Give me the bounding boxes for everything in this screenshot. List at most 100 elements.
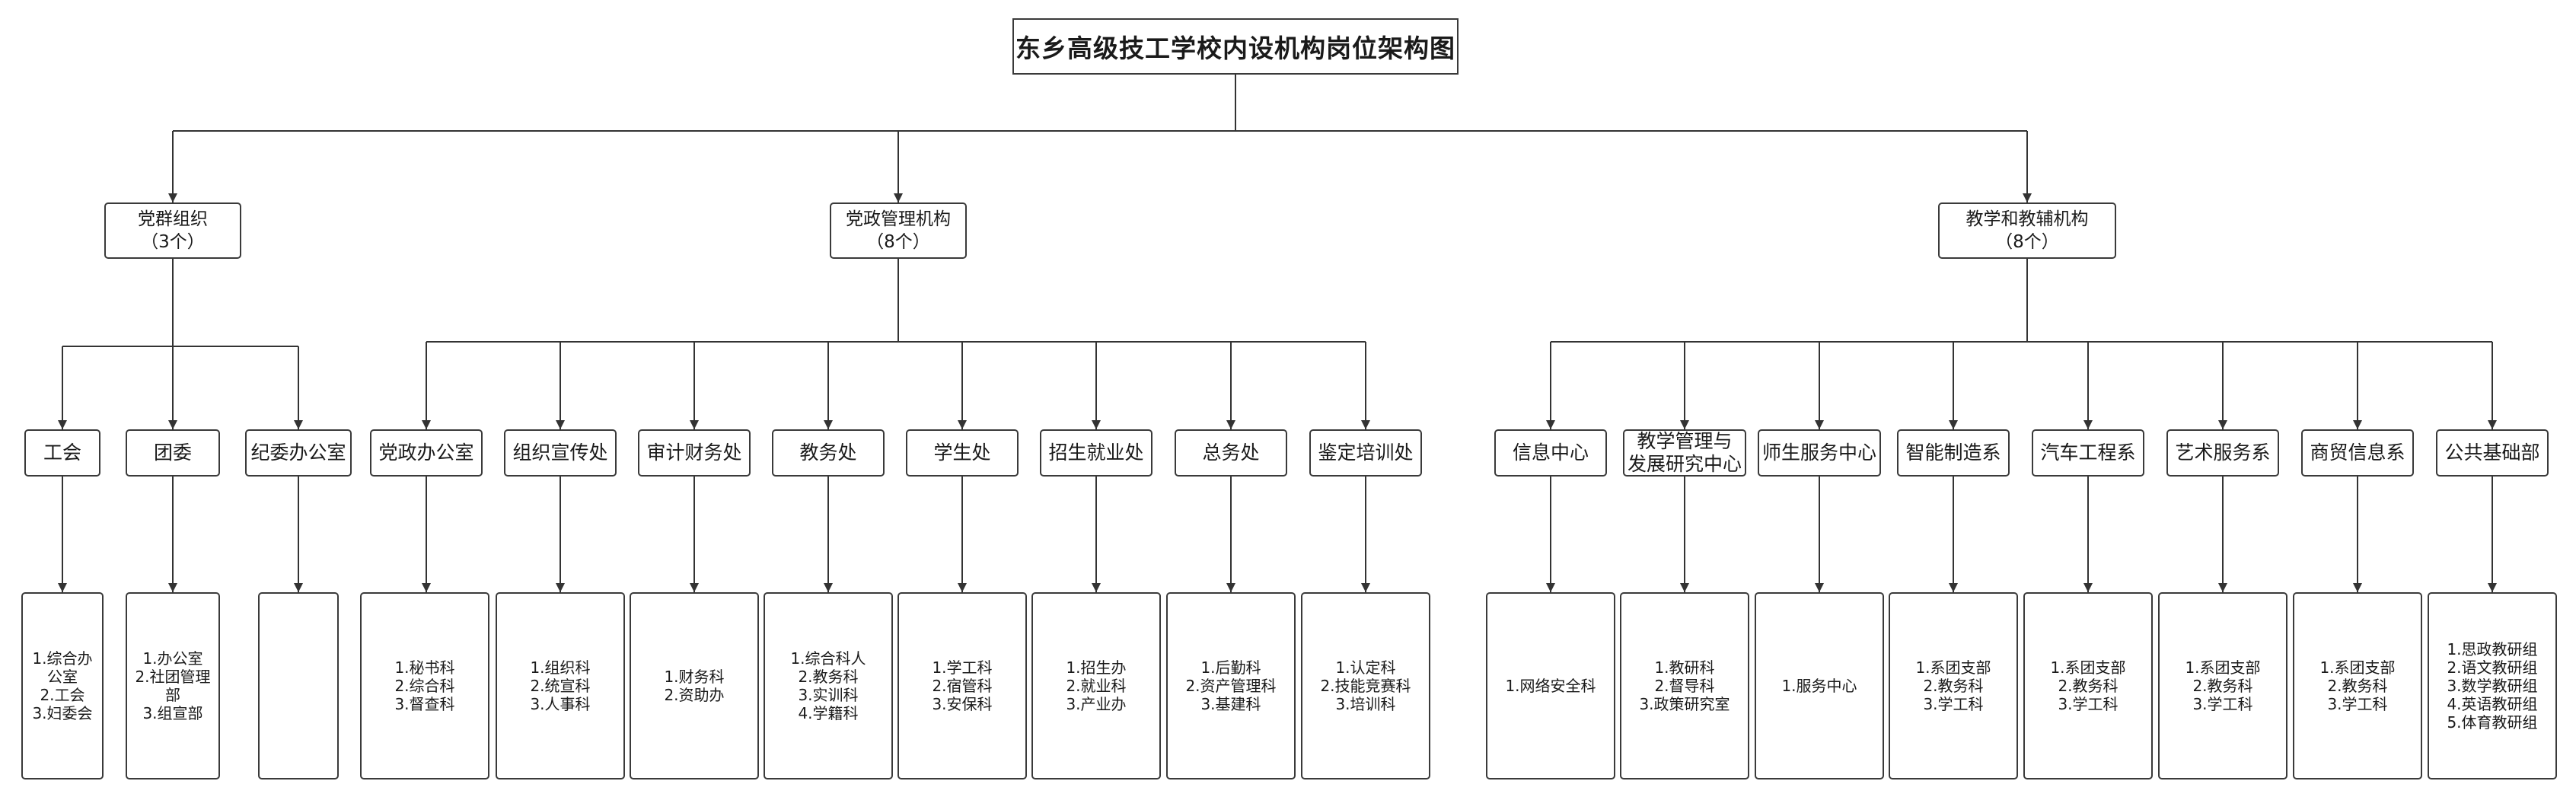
section-list-box — [258, 592, 339, 779]
section-item: 2.工会 — [40, 686, 85, 704]
department-box: 纪委办公室 — [245, 429, 352, 477]
department-box: 团委 — [126, 429, 220, 477]
department-arrowhead — [1949, 420, 1958, 429]
department-box: 智能制造系 — [1897, 429, 2010, 477]
section-item: 3.产业办 — [1066, 695, 1127, 713]
department-box: 艺术服务系 — [2166, 429, 2279, 477]
section-item: 2.资产管理科 — [1185, 677, 1277, 695]
section-item: 2.综合科 — [394, 677, 455, 695]
department-arrowhead — [294, 420, 303, 429]
section-arrowhead — [1546, 583, 1555, 592]
department-box: 教学管理与发展研究中心 — [1623, 429, 1746, 477]
section-item: 1.秘书科 — [394, 658, 455, 677]
section-item: 1.系团支部 — [2319, 658, 2396, 677]
department-box: 信息中心 — [1494, 429, 1607, 477]
section-arrowhead — [2218, 583, 2227, 592]
department-name: 团委 — [153, 442, 192, 464]
section-item: 2.技能竞赛科 — [1320, 677, 1411, 695]
department-name: 师生服务中心 — [1761, 442, 1876, 464]
department-name: 信息中心 — [1512, 442, 1589, 464]
department-arrowhead — [422, 420, 431, 429]
category-count: （8个） — [1995, 232, 2059, 252]
section-item: 1.学工科 — [932, 658, 993, 677]
section-item: 2.教务科 — [798, 668, 859, 686]
section-item: 1.系团支部 — [2050, 658, 2126, 677]
section-arrowhead — [690, 583, 699, 592]
section-item: 3.组宣部 — [142, 704, 203, 722]
department-name: 组织宣传处 — [512, 442, 608, 464]
section-item: 3.学工科 — [2192, 695, 2253, 713]
section-arrowhead — [958, 583, 967, 592]
section-item: 2.教务科 — [1923, 677, 1984, 695]
department-arrowhead — [556, 420, 565, 429]
section-item: 1.认定科 — [1335, 658, 1396, 677]
category-count: （3个） — [141, 232, 205, 252]
section-item: 2.资助办 — [664, 686, 725, 704]
section-item: 1.教研科 — [1654, 658, 1715, 677]
department-name: 招生就业处 — [1048, 442, 1144, 464]
section-item: 3.妇委会 — [32, 704, 93, 722]
department-arrowhead — [1815, 420, 1824, 429]
department-arrowhead — [958, 420, 967, 429]
department-name: 智能制造系 — [1905, 442, 2001, 464]
section-item: 3.安保科 — [932, 695, 993, 713]
section-arrowhead — [422, 583, 431, 592]
department-arrowhead — [2083, 420, 2093, 429]
department-name: 工会 — [43, 442, 81, 464]
section-item: 4.英语教研组 — [2447, 695, 2538, 713]
section-item: 2.语文教研组 — [2447, 658, 2538, 677]
department-box: 党政办公室 — [370, 429, 483, 477]
section-item: 2.教务科 — [2327, 677, 2388, 695]
section-item: 3.人事科 — [530, 695, 591, 713]
section-arrowhead — [1815, 583, 1824, 592]
department-arrowhead — [1546, 420, 1555, 429]
section-item: 1.后勤科 — [1200, 658, 1261, 677]
section-list-box: 1.网络安全科 — [1486, 592, 1615, 779]
section-arrowhead — [58, 583, 67, 592]
section-arrowhead — [556, 583, 565, 592]
section-arrowhead — [1226, 583, 1235, 592]
department-box: 招生就业处 — [1040, 429, 1153, 477]
department-arrowhead — [1226, 420, 1235, 429]
department-arrowhead — [1680, 420, 1689, 429]
section-item: 1.网络安全科 — [1505, 677, 1596, 695]
chart-title: 东乡高级技工学校内设机构岗位架构图 — [1012, 18, 1459, 75]
section-arrowhead — [1092, 583, 1101, 592]
department-arrowhead — [690, 420, 699, 429]
section-item: 1.综合科人 — [790, 649, 866, 668]
section-item: 3.学工科 — [2058, 695, 2119, 713]
department-box: 教务处 — [772, 429, 885, 477]
department-name: 审计财务处 — [646, 442, 742, 464]
category-arrowhead — [2023, 193, 2032, 202]
category-name: 教学和教辅机构 — [1965, 209, 2089, 229]
department-name: 教学管理与 — [1637, 430, 1733, 452]
department-arrowhead — [2218, 420, 2227, 429]
department-box: 师生服务中心 — [1758, 429, 1881, 477]
section-arrowhead — [1949, 583, 1958, 592]
department-box: 鉴定培训处 — [1309, 429, 1422, 477]
department-box: 组织宣传处 — [504, 429, 617, 477]
section-item: 1.财务科 — [664, 668, 725, 686]
section-item: 2.督导科 — [1654, 677, 1715, 695]
section-item: 3.培训科 — [1335, 695, 1396, 713]
department-name: 学生处 — [933, 442, 991, 464]
department-name: 发展研究中心 — [1627, 453, 1742, 475]
category-box: 党政管理机构（8个） — [830, 202, 967, 259]
section-arrowhead — [1680, 583, 1689, 592]
category-box: 党群组织（3个） — [104, 202, 241, 259]
section-item: 3.督查科 — [394, 695, 455, 713]
department-name: 艺术服务系 — [2175, 442, 2271, 464]
category-arrowhead — [168, 193, 177, 202]
department-arrowhead — [168, 420, 177, 429]
